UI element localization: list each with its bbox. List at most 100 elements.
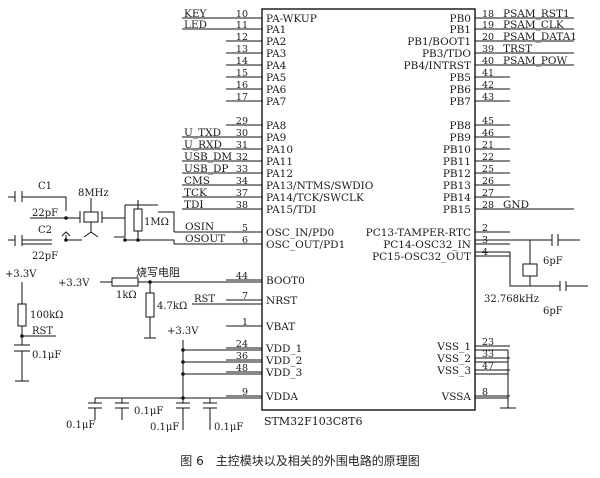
resistor-4k7 bbox=[145, 292, 155, 318]
c2-value: 22pF bbox=[32, 251, 58, 262]
resistor-4k7-value: 4.7kΩ bbox=[157, 301, 187, 312]
pin-number: 22 bbox=[482, 152, 494, 163]
pin-name: PB0 bbox=[450, 13, 471, 25]
pin-number: 45 bbox=[482, 116, 494, 127]
pin-number: 5 bbox=[242, 223, 248, 234]
net-label: U_RXD bbox=[184, 139, 222, 151]
pin-name: PB13 bbox=[443, 180, 471, 192]
pin-name: PA4 bbox=[266, 60, 287, 72]
pin-name: PC15-OSC32_OUT bbox=[372, 251, 471, 263]
crystal-32k bbox=[522, 263, 538, 277]
pin-name: PB14 bbox=[443, 192, 471, 204]
net-label: OSIN bbox=[185, 221, 214, 233]
rtc-crystal-value: 32.768kHz bbox=[484, 294, 539, 305]
net-label: TDI bbox=[184, 199, 204, 211]
pin-name: PA10 bbox=[266, 144, 293, 156]
pin-name: PA11 bbox=[266, 156, 293, 168]
pin-number: 7 bbox=[242, 291, 248, 302]
figure-caption: 图 6 主控模块以及相关的外围电路的原理图 bbox=[180, 454, 420, 468]
boot0-circuit: +3.3V 烧写电阻 1kΩ 4.7kΩ RST bbox=[58, 266, 262, 339]
pin-number: 9 bbox=[242, 387, 248, 398]
resistor-1m-value: 1MΩ bbox=[144, 217, 169, 228]
pin-name: PA14/TCK/SWCLK bbox=[266, 192, 364, 204]
pin-number: 39 bbox=[482, 44, 494, 55]
capacitor-c1 bbox=[8, 191, 28, 202]
pin-number: 27 bbox=[482, 188, 494, 199]
pin-name: BOOT0 bbox=[266, 275, 305, 287]
net-label: PSAM_CLK bbox=[503, 19, 564, 31]
pin-number: 20 bbox=[482, 32, 494, 43]
pin-name: PA1 bbox=[266, 24, 286, 36]
c1-value: 22pF bbox=[32, 208, 58, 219]
pin-name: VSS_2 bbox=[436, 353, 471, 365]
pin-number: 19 bbox=[482, 20, 494, 31]
rst-net-label: RST bbox=[194, 294, 215, 305]
pin-name: VDD_1 bbox=[265, 343, 302, 355]
reset-cap-value: 0.1μF bbox=[32, 350, 61, 361]
pin-name: VDDA bbox=[265, 391, 298, 403]
pin-name: OSC_OUT/PD1 bbox=[266, 239, 345, 251]
c1-label: C1 bbox=[38, 181, 52, 192]
pin-name: VSSA bbox=[441, 391, 472, 403]
pin-number: 2 bbox=[482, 223, 488, 234]
pin-name: PB12 bbox=[443, 168, 471, 180]
mcu-part-number: STM32F103C8T6 bbox=[264, 415, 363, 428]
vss-ground bbox=[475, 349, 516, 409]
pin-number: 8 bbox=[482, 387, 488, 398]
pin-name: PB5 bbox=[450, 72, 471, 84]
net-label: PSAM_POW bbox=[503, 55, 568, 67]
boot-resistor-label: 烧写电阻 bbox=[136, 266, 180, 279]
vdd-supply-label: +3.3V bbox=[167, 326, 199, 337]
pin-name: PB9 bbox=[450, 132, 471, 144]
pin-name: PC14-OSC32_IN bbox=[383, 239, 471, 251]
net-label: KEY bbox=[184, 8, 208, 20]
pin-name: PA2 bbox=[266, 36, 286, 48]
pin-name: PA12 bbox=[266, 168, 293, 180]
decap-1-value: 0.1μF bbox=[134, 406, 163, 417]
pin-number: 48 bbox=[236, 363, 248, 374]
net-label: PSAM_DATA1 bbox=[503, 31, 577, 43]
net-label: TRST bbox=[503, 43, 532, 55]
net-label: CMS bbox=[184, 175, 210, 187]
net-label: GND bbox=[503, 199, 529, 211]
pin-number: 32 bbox=[236, 152, 248, 163]
reset-net-label: RST bbox=[32, 326, 53, 337]
pin-name: PB1 bbox=[450, 24, 471, 36]
pin-name: VSS_1 bbox=[436, 341, 471, 353]
pin-name: PC13-TAMPER-RTC bbox=[366, 227, 471, 239]
net-label: USB_DM bbox=[184, 151, 232, 163]
resistor-1k bbox=[111, 277, 139, 287]
decap-3-value: 0.1μF bbox=[150, 422, 179, 433]
pin-number: 16 bbox=[236, 80, 248, 91]
pin-number: 12 bbox=[236, 32, 248, 43]
pin-number: 17 bbox=[236, 92, 248, 103]
resistor-1k-value: 1kΩ bbox=[116, 290, 137, 301]
pin-name: PB10 bbox=[443, 144, 471, 156]
crystal-main-label: 8MHz bbox=[78, 188, 109, 199]
pin-number: 30 bbox=[236, 128, 248, 139]
pin-name: NRST bbox=[266, 295, 297, 307]
pin-name: PA3 bbox=[266, 48, 286, 60]
net-label: PSAM_RST1 bbox=[503, 8, 570, 20]
mcu-chip bbox=[261, 8, 476, 411]
pin-number: 14 bbox=[236, 56, 248, 67]
pin-name: PB7 bbox=[450, 96, 471, 108]
c2-label: C2 bbox=[38, 225, 52, 236]
pin-number: 33 bbox=[482, 349, 494, 360]
pin-number: 34 bbox=[236, 176, 248, 187]
pin-name: PA5 bbox=[266, 72, 286, 84]
pin-number: 38 bbox=[236, 200, 248, 211]
pin-number: 33 bbox=[236, 164, 248, 175]
pin-number: 47 bbox=[482, 361, 494, 372]
net-label: OSOUT bbox=[185, 233, 225, 245]
pin-name: PA15/TDI bbox=[266, 204, 316, 216]
pin-number: 40 bbox=[482, 56, 494, 67]
pin-number: 15 bbox=[236, 68, 248, 79]
pin-name: PB8 bbox=[450, 120, 471, 132]
pin-name: VDD_3 bbox=[265, 367, 302, 379]
pin-number: 36 bbox=[236, 351, 248, 362]
pin-number: 44 bbox=[236, 271, 248, 282]
net-label: USB_DP bbox=[184, 163, 229, 175]
main-oscillator-network: C1 22pF C2 22pF 8MHz 1MΩ bbox=[8, 181, 262, 262]
